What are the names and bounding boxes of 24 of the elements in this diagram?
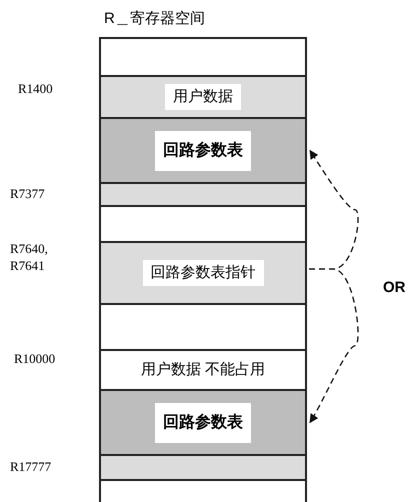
address-label: R10000 bbox=[14, 350, 56, 367]
address-label: R7640, R7641 bbox=[10, 240, 49, 274]
memory-block bbox=[99, 349, 307, 391]
memory-block bbox=[99, 75, 307, 119]
address-label: R1400 bbox=[18, 80, 54, 97]
memory-block bbox=[99, 454, 307, 481]
address-label: R17777 bbox=[10, 458, 52, 475]
dashed-arrow bbox=[309, 150, 359, 270]
diagram-title: R＿寄存器空间 bbox=[104, 9, 205, 29]
memory-block bbox=[99, 241, 307, 305]
memory-block bbox=[99, 389, 307, 456]
block-label: 用户数据 bbox=[165, 84, 241, 110]
memory-block bbox=[99, 37, 307, 77]
memory-block bbox=[99, 117, 307, 184]
block-label: 回路参数表指针 bbox=[142, 260, 264, 286]
memory-block bbox=[99, 205, 307, 243]
memory-block bbox=[99, 182, 307, 207]
dashed-arrow bbox=[309, 268, 359, 424]
address-label: R7377 bbox=[10, 185, 46, 202]
memory-block bbox=[99, 479, 307, 502]
block-label: 回路参数表 bbox=[155, 130, 251, 170]
memory-block bbox=[99, 303, 307, 351]
block-label: 回路参数表 bbox=[155, 402, 251, 442]
or-label: OR bbox=[383, 278, 406, 298]
